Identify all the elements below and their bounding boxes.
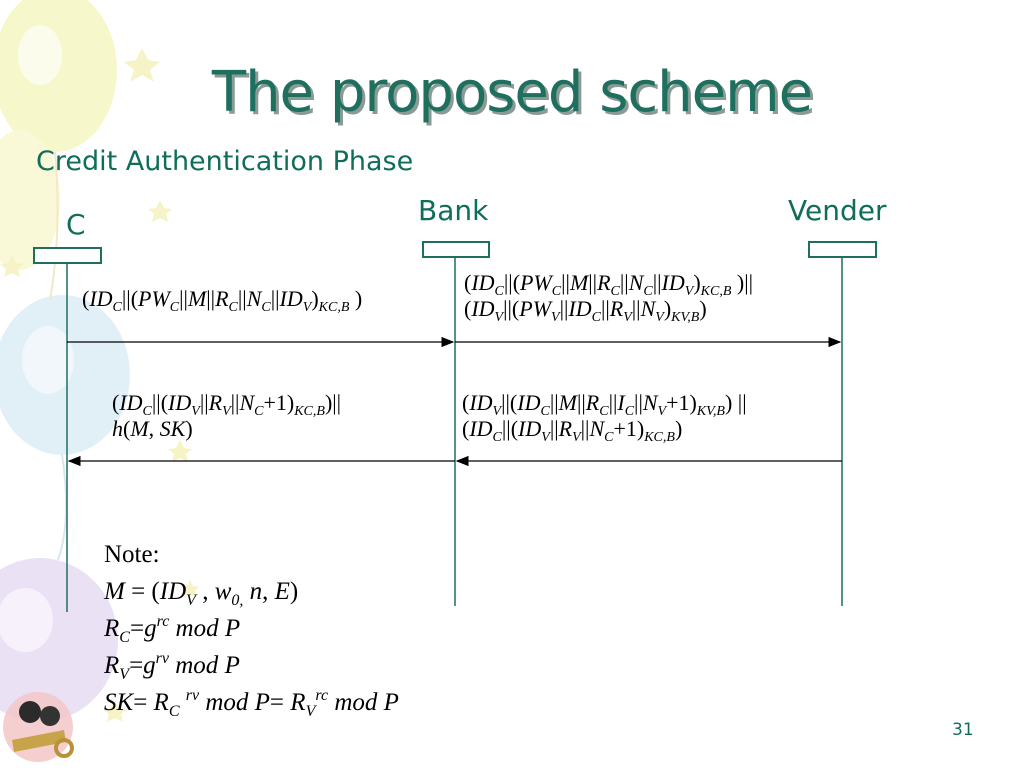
party-box-vender bbox=[808, 241, 877, 258]
note-line-rc: RC=grc mod P bbox=[104, 613, 241, 646]
page-number: 31 bbox=[952, 720, 974, 740]
phase-subtitle: Credit Authentication Phase bbox=[36, 146, 414, 177]
message-bank-to-vender: (IDC||(PWC||M||RC||NC||IDV)KC,B )||(IDV|… bbox=[464, 270, 864, 325]
note-block: Note: M = (IDV , w0, n, E) RC=grc mod P … bbox=[104, 536, 399, 721]
party-box-bank bbox=[422, 241, 490, 258]
note-line-sk: SK= RC rv mod P= RVrc mod P bbox=[104, 687, 399, 720]
message-bank-to-c-text: (IDC||(IDV||RV||NC+1)KC,B)||h(M, SK) bbox=[112, 390, 342, 441]
message-bank-to-c: (IDC||(IDV||RV||NC+1)KC,B)||h(M, SK) bbox=[112, 390, 442, 442]
slide-title: The proposed scheme bbox=[211, 60, 813, 125]
party-label-c: C bbox=[66, 208, 86, 241]
message-c-to-bank-text: (IDC||(PWC||M||RC||NC||IDV)KC,B ) bbox=[82, 286, 363, 315]
emblem-logo bbox=[3, 692, 74, 762]
party-label-bank: Bank bbox=[418, 194, 489, 227]
party-label-vender: Vender bbox=[788, 194, 887, 227]
balloon-yellow-left bbox=[0, 130, 60, 270]
message-vender-to-bank: (IDV||(IDC||M||RC||IC||NV+1)KV,B) ||(IDC… bbox=[462, 390, 862, 445]
message-bank-to-vender-text: (IDC||(PWC||M||RC||NC||IDV)KC,B )||(IDV|… bbox=[464, 270, 754, 325]
party-box-c bbox=[33, 247, 102, 264]
note-heading: Note: bbox=[104, 541, 160, 568]
note-line-m: M = (IDV , w0, n, E) bbox=[104, 578, 299, 609]
message-vender-to-bank-text: (IDV||(IDC||M||RC||IC||NV+1)KV,B) ||(IDC… bbox=[462, 390, 747, 445]
message-c-to-bank: (IDC||(PWC||M||RC||NC||IDV)KC,B ) bbox=[82, 286, 363, 315]
note-line-rv: RV=grv mod P bbox=[104, 650, 240, 683]
